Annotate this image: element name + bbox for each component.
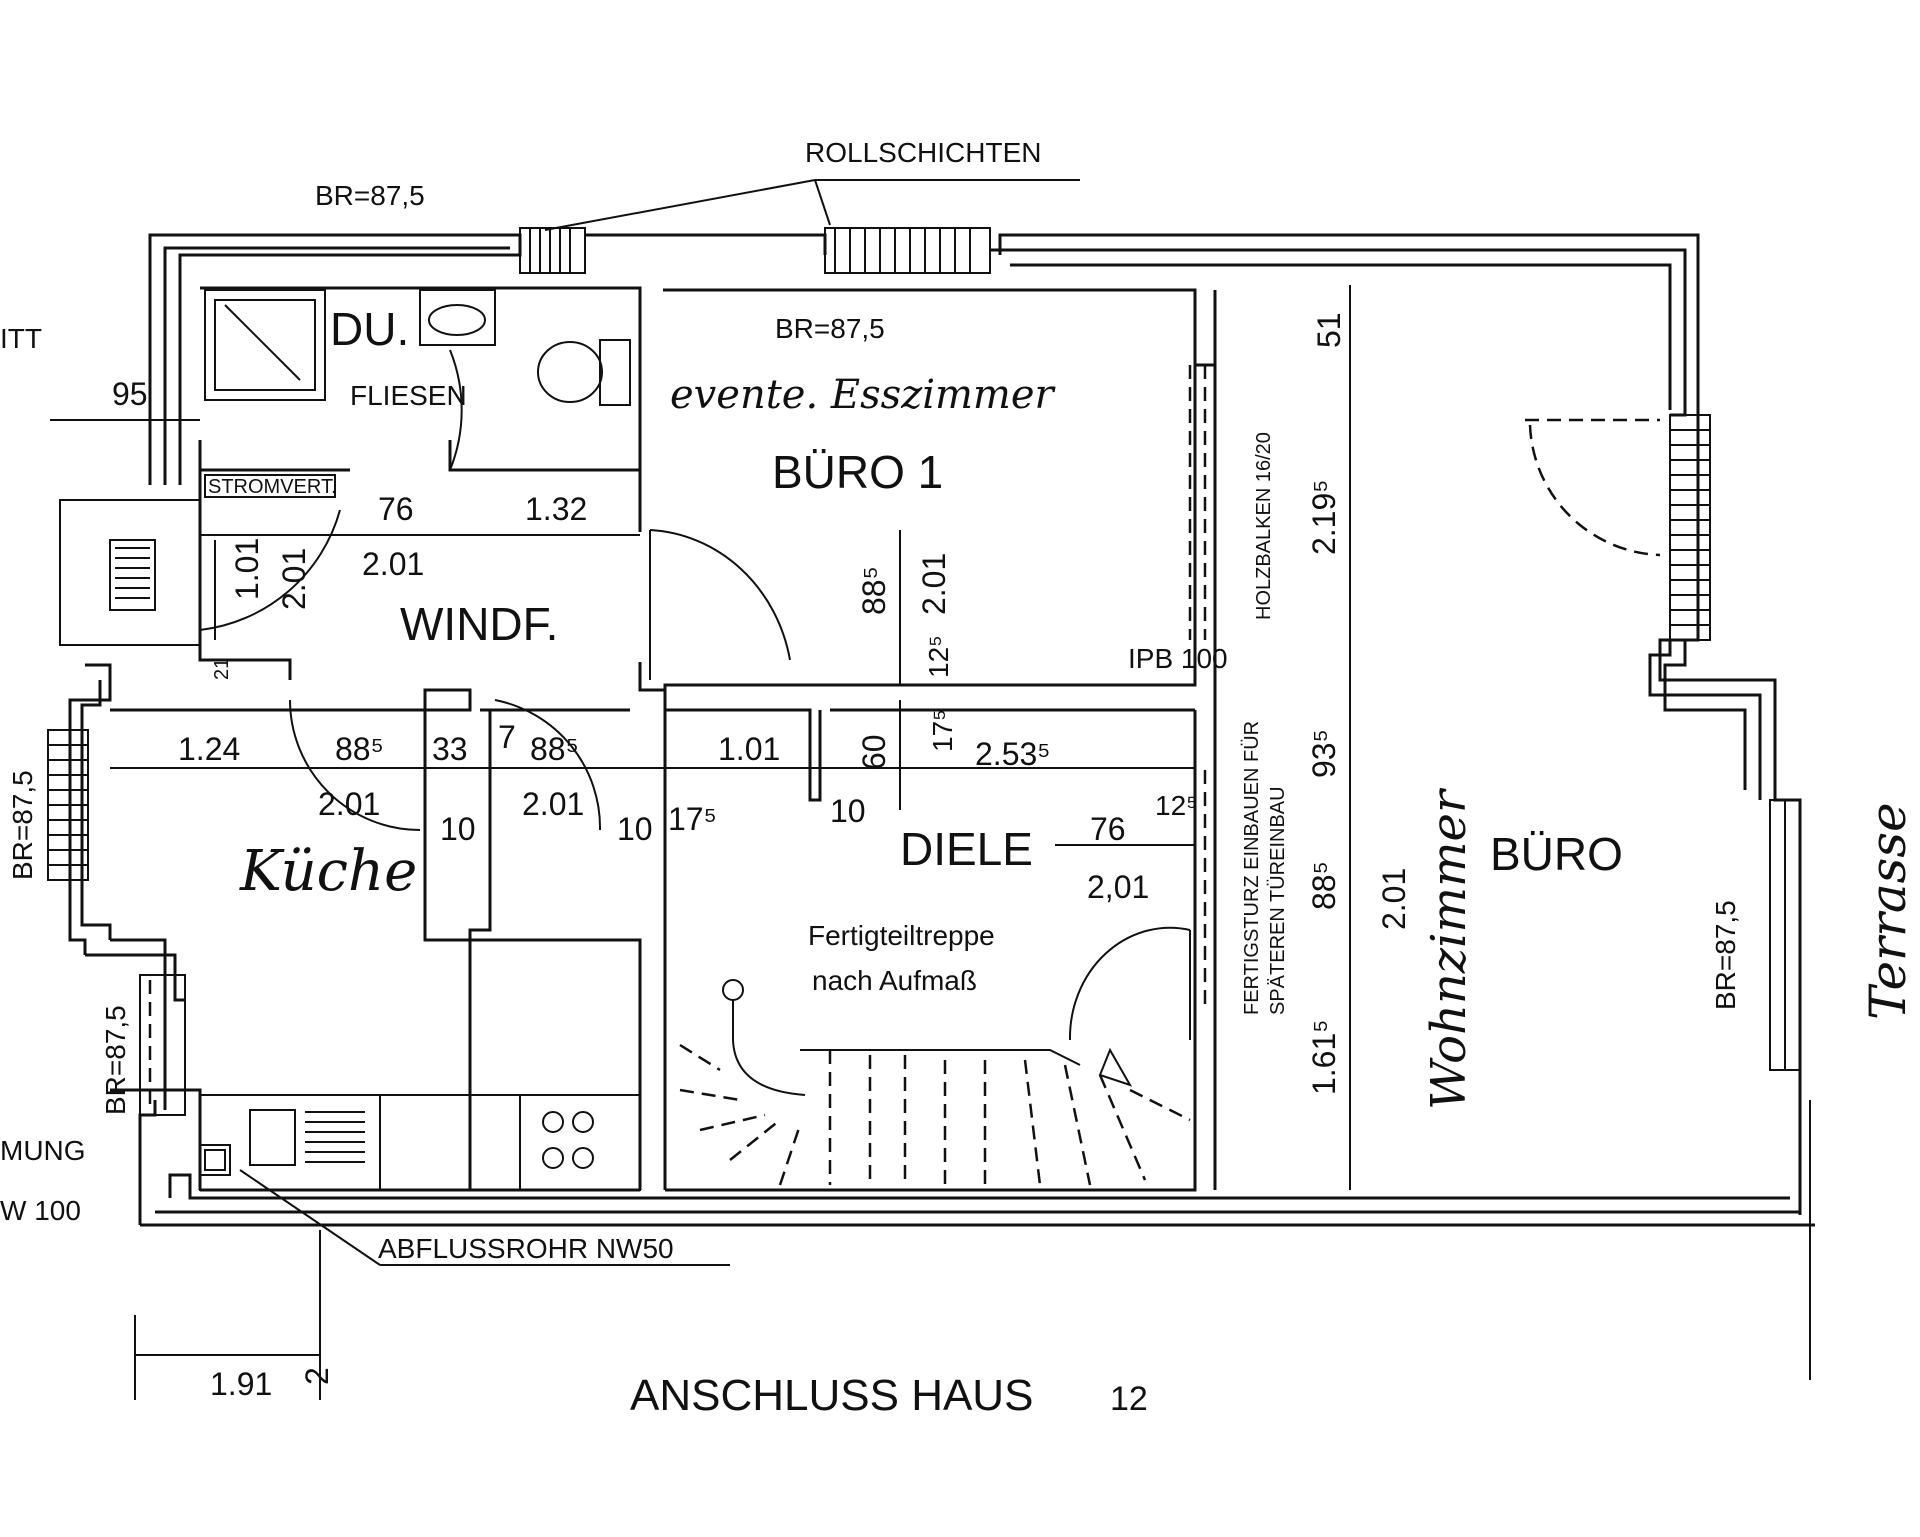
dim-76a: 76 <box>378 491 414 527</box>
left-itt-label: ITT <box>0 323 42 354</box>
dim-101b: 1.01 <box>718 731 780 767</box>
dim-101a: 1.01 <box>229 538 265 600</box>
dim-21: 21 <box>211 658 233 680</box>
doors <box>199 349 1661 1041</box>
outer-walls <box>68 233 1815 1227</box>
ipb-label: IPB 100 <box>1128 643 1228 674</box>
dim-33: 33 <box>432 731 468 767</box>
br-left-lower-label: BR=87,5 <box>100 1005 131 1115</box>
stove-icon <box>542 1111 564 1133</box>
sink-icon <box>249 1109 296 1166</box>
esszimmer-note: evente. Esszimmer <box>670 372 1057 418</box>
treppe-line1: Fertigteiltreppe <box>808 920 995 951</box>
br-left-label: BR=87,5 <box>7 770 38 880</box>
terrasse-label: Terrasse <box>1859 802 1917 1020</box>
dim-95: 95 <box>112 376 148 412</box>
kueche-label: Küche <box>239 839 417 904</box>
stairs <box>679 979 1191 1186</box>
dim-7: 7 <box>498 719 516 755</box>
dim-175b: 17⁵ <box>668 801 717 837</box>
dim-10c: 10 <box>830 793 866 829</box>
dim-132: 1.32 <box>525 491 587 527</box>
anschluss-label: ANSCHLUSS HAUS <box>630 1371 1033 1420</box>
kitchen-fixtures <box>199 1094 641 1191</box>
stromvert-label: STROMVERT. <box>208 476 337 498</box>
dim-885b: 88⁵ <box>335 731 384 767</box>
dim-201f: 2,01 <box>1087 869 1149 905</box>
dim-885a: 88⁵ <box>856 566 892 615</box>
br-right-label: BR=87,5 <box>1710 900 1741 1010</box>
left-mung-label: MUNG <box>0 1135 86 1166</box>
dim-191: 1.91 <box>210 1366 272 1402</box>
left-nw100-label: W 100 <box>0 1195 81 1226</box>
fliesen-label: FLIESEN <box>350 380 467 411</box>
windows <box>47 179 1801 1116</box>
dim-885d: 88⁵ <box>1306 861 1342 910</box>
dim-885c: 88⁵ <box>530 731 579 767</box>
dim-10b: 10 <box>617 811 653 847</box>
bathroom-fixtures <box>204 289 631 406</box>
dimension-lines <box>50 285 1811 1400</box>
br-buero1-label: BR=87,5 <box>775 313 885 344</box>
br-top-left-label: BR=87,5 <box>315 180 425 211</box>
treppe-line2: nach Aufmaß <box>812 965 977 996</box>
interior-walls <box>110 286 1217 1192</box>
dim-51: 51 <box>1311 312 1347 348</box>
dim-125b: 12⁵ <box>1155 790 1198 821</box>
dim-935: 93⁵ <box>1306 729 1342 778</box>
dim-201e: 2.01 <box>522 786 584 822</box>
dim-124: 1.24 <box>178 731 240 767</box>
dim-201a: 2.01 <box>362 546 424 582</box>
anschluss-number: 12 <box>1110 1380 1148 1418</box>
stromvert-box <box>204 474 336 498</box>
dim-201c: 2.01 <box>916 553 952 615</box>
dim-2: 2 <box>299 1367 335 1385</box>
wohnzimmer-note: Wohnzimmer <box>1421 787 1477 1110</box>
buero-label: BÜRO <box>1490 828 1623 880</box>
holzbalken-label: HOLZBALKEN 16/20 <box>1253 432 1275 620</box>
dim-2535: 2.53⁵ <box>975 736 1051 772</box>
shower-icon <box>204 289 326 401</box>
fertigsturz-line1: FERTIGSTURZ EINBAUEN FÜR <box>1241 721 1263 1015</box>
windf-label: WINDF. <box>400 598 558 650</box>
dim-10a: 10 <box>440 811 476 847</box>
toilet-icon <box>599 339 631 406</box>
dim-201b: 2.01 <box>276 548 312 610</box>
rollschichten-label: ROLLSCHICHTEN <box>805 137 1041 168</box>
dim-201g: 2.01 <box>1376 868 1412 930</box>
dim-60: 60 <box>856 734 892 770</box>
dim-76b: 76 <box>1090 811 1126 847</box>
fertigsturz-line2: SPÄTEREN TÜREINBAU <box>1267 786 1289 1015</box>
dim-2195: 2.19⁵ <box>1306 479 1342 555</box>
dim-1615: 1.61⁵ <box>1306 1019 1342 1095</box>
dim-125: 12⁵ <box>923 635 954 678</box>
dim-201d: 2.01 <box>318 786 380 822</box>
abfluss-label: ABFLUSSROHR NW50 <box>378 1233 674 1264</box>
du-label: DU. <box>330 303 409 355</box>
washbasin-icon <box>419 289 496 346</box>
dim-175a: 17⁵ <box>927 709 958 752</box>
buero1-label: BÜRO 1 <box>772 446 943 498</box>
diele-label: DIELE <box>900 823 1033 875</box>
entrance-mat-icon <box>59 499 201 646</box>
